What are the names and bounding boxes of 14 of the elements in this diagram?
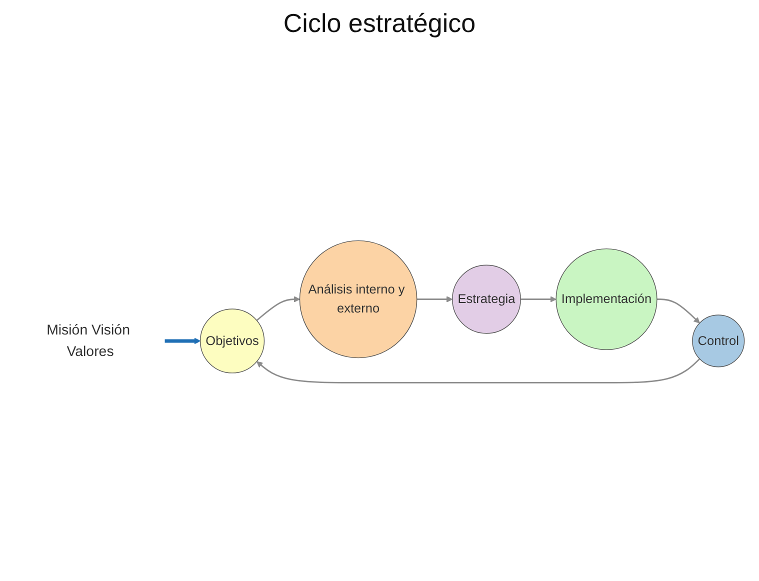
- diagram-title: Ciclo estratégico: [283, 8, 476, 39]
- arrow: [416, 296, 452, 303]
- node-circle: [298, 240, 417, 358]
- node-circle: [452, 265, 520, 334]
- node-circle: [199, 308, 264, 374]
- arrow: [256, 358, 700, 384]
- arrow: [520, 296, 556, 303]
- arrow: [656, 298, 700, 324]
- arrow: [164, 338, 200, 344]
- node-circle: [692, 315, 744, 368]
- node-circle: [555, 248, 657, 350]
- arrow: [256, 296, 300, 322]
- node-text: Misión Visión Valores: [46, 322, 130, 360]
- cycle-diagram: Misión Visión Valores Análisis interno y externo Objetivos Estrategia Control Implementación: [10, 235, 750, 389]
